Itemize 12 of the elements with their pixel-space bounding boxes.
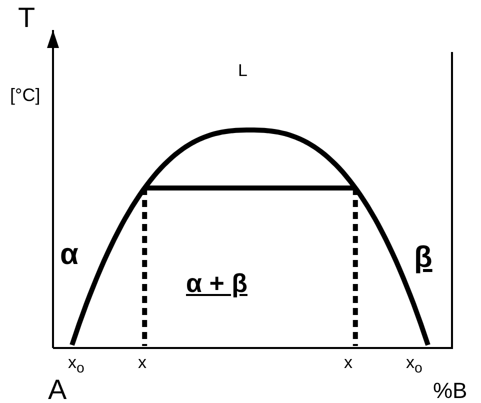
axis-label: %B (433, 380, 468, 402)
composition-label: x$_{o}$ (406, 354, 422, 376)
composition-label: x (344, 354, 352, 371)
phase-label: α + β (186, 270, 248, 296)
composition-label: x (138, 354, 146, 371)
component-label: A (48, 376, 67, 403)
phase-label: α (60, 240, 78, 270)
composition-label: x$_{o}$ (68, 354, 84, 376)
phase-label: β (414, 243, 432, 273)
phase-label: L (238, 62, 248, 79)
axis-label: T (18, 4, 36, 32)
unit-label: [°C] (10, 86, 40, 104)
